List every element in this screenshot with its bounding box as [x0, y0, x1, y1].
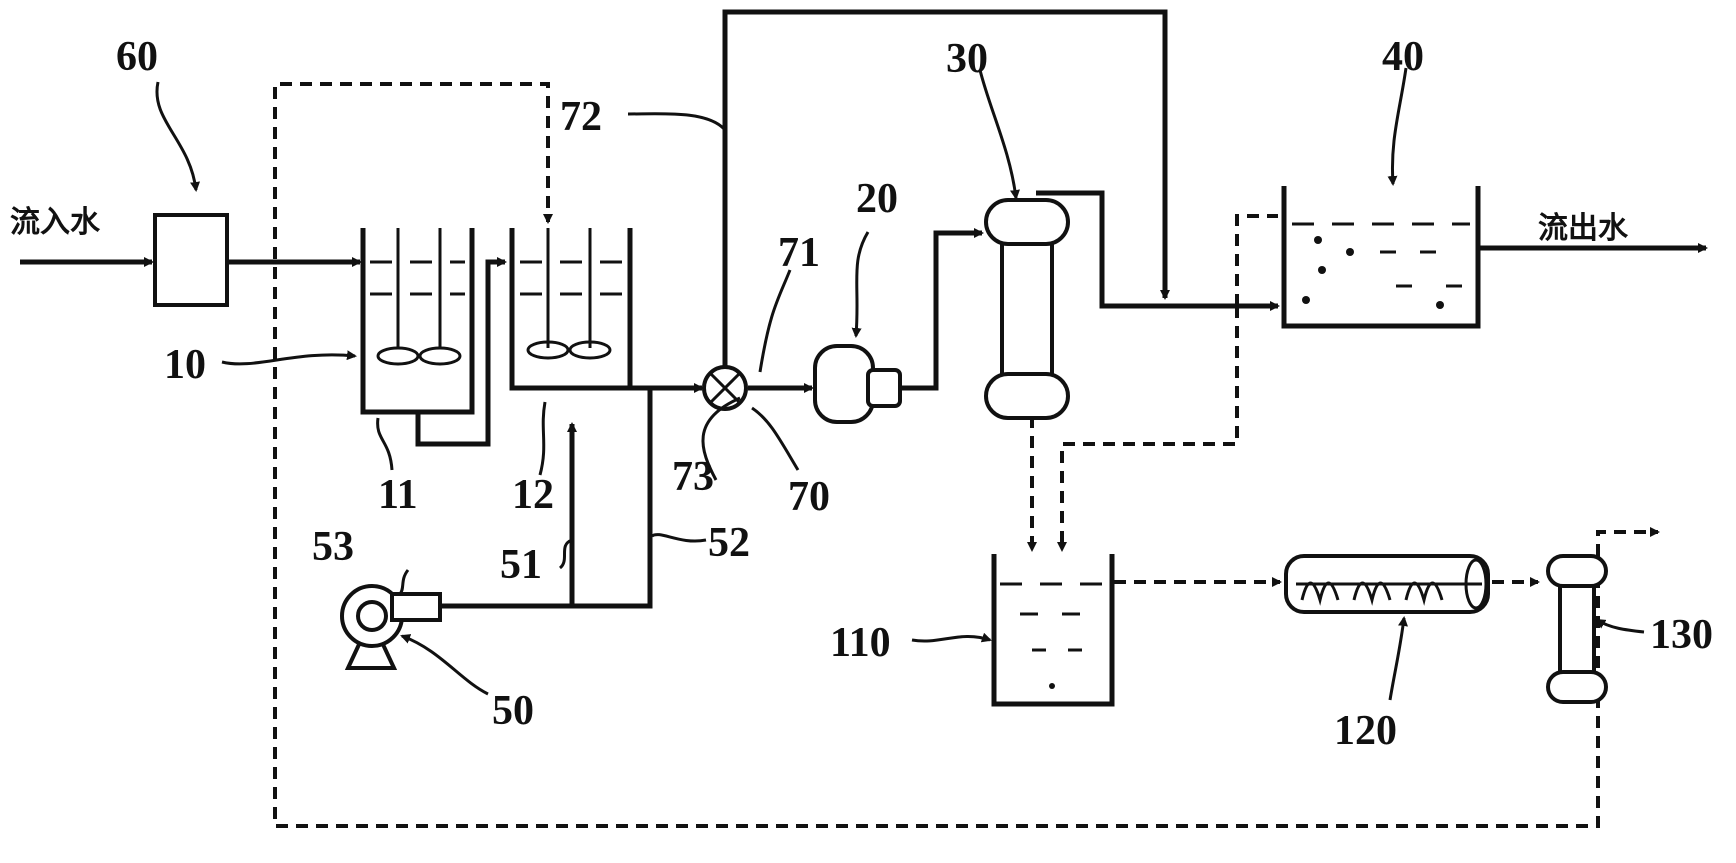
pump-20 — [813, 344, 902, 424]
pipe-20-to-30 — [900, 228, 984, 391]
label-73: 73 — [672, 454, 714, 500]
tank-12 — [509, 228, 633, 391]
label-10: 10 — [164, 342, 206, 388]
label-70: 70 — [788, 474, 830, 520]
leader-lines — [155, 67, 1645, 701]
dashed-inlet-40 — [1235, 214, 1278, 306]
label-52: 52 — [708, 520, 750, 566]
label-60: 60 — [116, 34, 158, 80]
tank-110 — [991, 554, 1115, 707]
label-11: 11 — [378, 472, 418, 518]
sludge-recycle-lines — [273, 82, 1660, 828]
pipe-30-to-40 — [1036, 190, 1280, 311]
label-110: 110 — [830, 620, 891, 666]
label-130: 130 — [1650, 612, 1713, 658]
unit-60 — [153, 213, 229, 307]
screw-press-120 — [1284, 554, 1490, 614]
tank-11 — [360, 228, 475, 415]
label-71: 71 — [778, 230, 820, 276]
membrane-module-30 — [984, 198, 1070, 420]
membrane-module-130 — [1546, 554, 1608, 704]
label-50: 50 — [492, 688, 534, 734]
bypass-pipe-72 — [722, 9, 1170, 370]
main-process-pipes — [20, 9, 1708, 609]
label-20: 20 — [856, 176, 898, 222]
dashed-130-outlet — [1596, 527, 1660, 556]
label-40: 40 — [1382, 34, 1424, 80]
label-53: 53 — [312, 524, 354, 570]
label-51: 51 — [500, 542, 542, 588]
label-12: 12 — [512, 472, 554, 518]
label-72: 72 — [560, 94, 602, 140]
inflow-label: 流入水 — [10, 205, 101, 240]
pipe-11-to-12 — [415, 257, 507, 447]
dashed-40-to-110 — [1057, 306, 1239, 552]
three-way-valve-70 — [702, 365, 748, 411]
labels: 流入水 流出水 60 10 11 12 72 71 20 30 40 73 70… — [10, 34, 1713, 754]
outflow-label: 流出水 — [1538, 211, 1629, 246]
label-120: 120 — [1334, 708, 1397, 754]
label-30: 30 — [946, 36, 988, 82]
tank-40 — [1281, 186, 1481, 329]
sludge-pump-53 — [340, 584, 442, 670]
pump-discharge-pipe — [438, 388, 653, 609]
return-line-130-to-12 — [273, 82, 1600, 828]
